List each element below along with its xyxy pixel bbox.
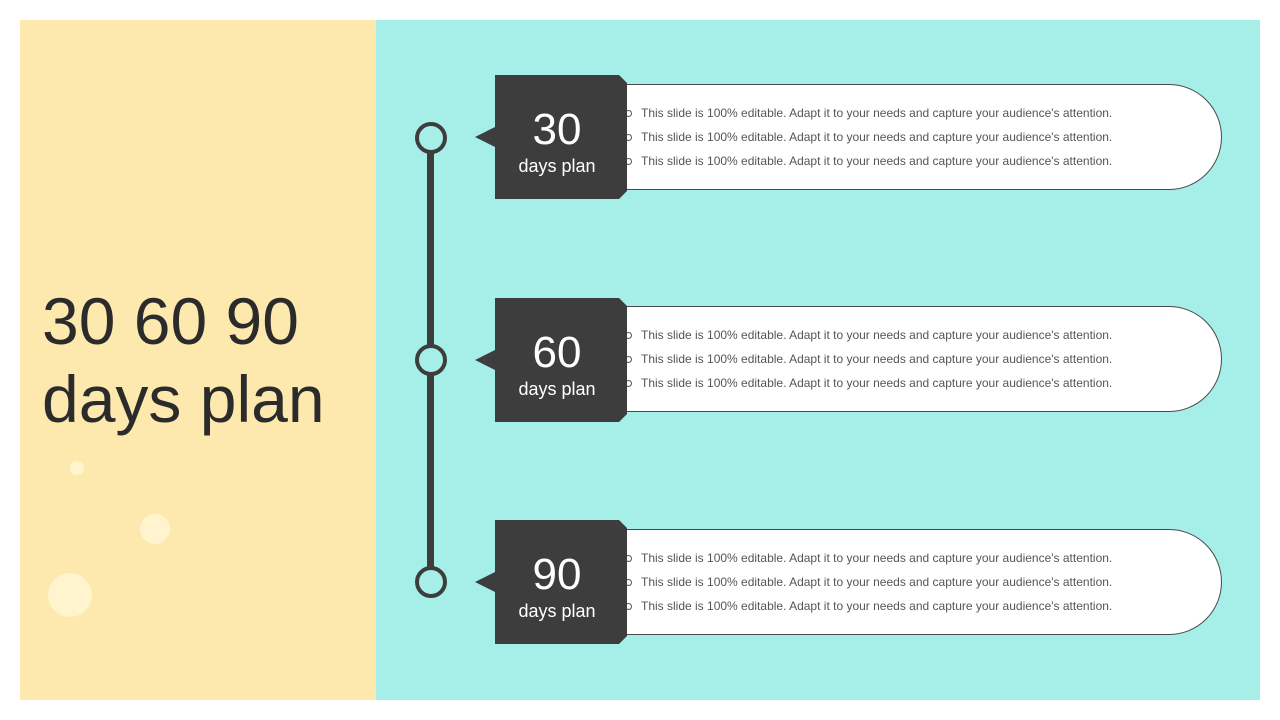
bullet-item: This slide is 100% editable. Adapt it to… (623, 546, 1112, 570)
plan-card-60: This slide is 100% editable. Adapt it to… (602, 306, 1222, 412)
bullet-list: This slide is 100% editable. Adapt it to… (623, 546, 1112, 618)
decorative-bubble-small (70, 461, 84, 475)
plan-label-text: days plan (518, 601, 596, 621)
plan-label-text: days plan (518, 156, 596, 176)
plan-label-text: days plan (518, 379, 596, 399)
decorative-bubble-large (48, 573, 92, 617)
left-panel: 30 60 90 days plan (20, 20, 376, 700)
slide: 30 60 90 days plan This slide is 100% ed… (20, 20, 1260, 700)
bullet-item: This slide is 100% editable. Adapt it to… (623, 125, 1112, 149)
timeline-node-60 (415, 344, 447, 376)
plan-label-30: 30 days plan (475, 75, 619, 199)
bullet-list: This slide is 100% editable. Adapt it to… (623, 323, 1112, 395)
plan-card-90: This slide is 100% editable. Adapt it to… (602, 529, 1222, 635)
plan-number: 60 (532, 328, 582, 377)
bullet-item: This slide is 100% editable. Adapt it to… (623, 149, 1112, 173)
plan-card-30: This slide is 100% editable. Adapt it to… (602, 84, 1222, 190)
plan-number: 90 (532, 550, 582, 599)
timeline-node-30 (415, 122, 447, 154)
bullet-list: This slide is 100% editable. Adapt it to… (623, 101, 1112, 173)
title-line-2: days plan (42, 362, 325, 436)
title-line-1: 30 60 90 (42, 284, 299, 358)
decorative-bubble-medium (140, 514, 170, 544)
timeline-node-90 (415, 566, 447, 598)
bullet-item: This slide is 100% editable. Adapt it to… (623, 594, 1112, 618)
slide-title: 30 60 90 days plan (42, 282, 372, 438)
bullet-item: This slide is 100% editable. Adapt it to… (623, 347, 1112, 371)
bullet-item: This slide is 100% editable. Adapt it to… (623, 101, 1112, 125)
plan-number: 30 (532, 105, 582, 154)
plan-label-90: 90 days plan (475, 520, 619, 644)
bullet-item: This slide is 100% editable. Adapt it to… (623, 323, 1112, 347)
bullet-item: This slide is 100% editable. Adapt it to… (623, 570, 1112, 594)
plan-label-60: 60 days plan (475, 298, 619, 422)
bullet-item: This slide is 100% editable. Adapt it to… (623, 371, 1112, 395)
